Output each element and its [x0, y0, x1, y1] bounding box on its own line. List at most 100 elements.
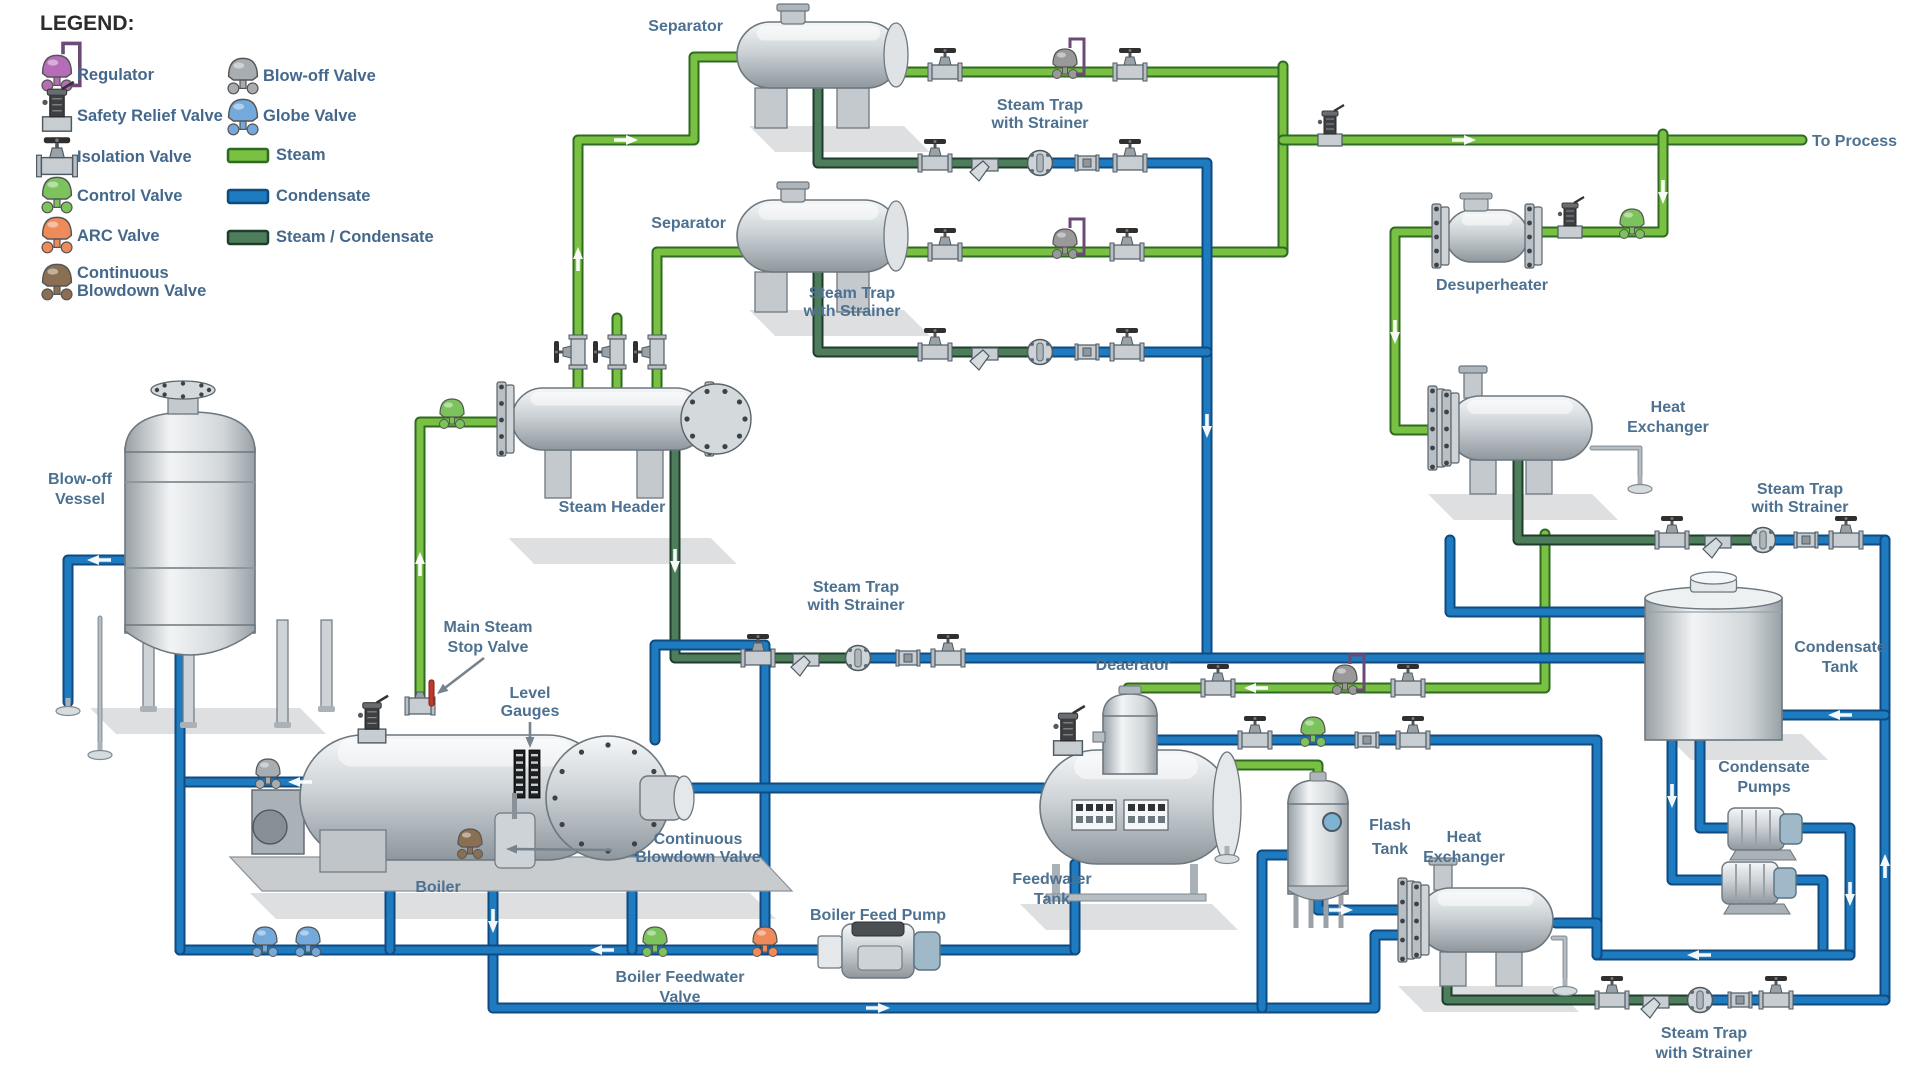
- isolation-valve: [1395, 715, 1431, 750]
- bfw-valve-label-2: Valve: [660, 989, 701, 1006]
- separator2-drain-pipe: [812, 266, 1046, 358]
- legend-blowoff-label: Blow-off Valve: [263, 67, 376, 85]
- flow-arrow: [1244, 683, 1268, 693]
- trap1-label-1: Steam Trap: [997, 97, 1083, 114]
- continuous-blowdown-valve: [456, 828, 484, 860]
- flow-arrow: [590, 945, 614, 955]
- legend-isolation-label: Isolation Valve: [77, 148, 192, 166]
- separator-2-label: Separator: [651, 215, 726, 232]
- legend-regulator-label: Regulator: [77, 66, 155, 84]
- check-valve: [1727, 991, 1753, 1009]
- isolation-valve: [632, 334, 667, 370]
- globe-valve: [251, 926, 279, 958]
- flow-arrow: [288, 777, 312, 787]
- isolation-valve: [553, 334, 588, 370]
- cont-blowdown-label-2: Blowdown Valve: [635, 849, 760, 866]
- isolation-valve: [1390, 663, 1426, 698]
- legend-condensate-swatch: [226, 188, 270, 205]
- shadow: [90, 708, 326, 734]
- cond-tank-label-2: Tank: [1822, 659, 1858, 676]
- flow-arrow-layer: [87, 135, 1890, 1013]
- check-valve: [1354, 731, 1380, 749]
- legend-regulator-icon: [42, 43, 80, 90]
- hx2-label-1: Heat: [1447, 829, 1482, 846]
- fwt-safety-relief-valve: [1052, 704, 1087, 757]
- level-gauges-callout: [525, 722, 535, 748]
- pump1-suction-pipe: [1694, 732, 1742, 834]
- cont-blowdown-label-1: Continuous: [654, 831, 743, 848]
- drip-pan: [55, 697, 81, 717]
- deaerator-return-pipe: [1144, 734, 1603, 961]
- isolation-valve: [1200, 663, 1236, 698]
- trap4-label-2: with Strainer: [1751, 499, 1849, 516]
- isolation-valve: [930, 633, 966, 668]
- level-gauges-label-2: Gauges: [501, 703, 560, 720]
- trap1-label-2: with Strainer: [991, 115, 1089, 132]
- separator1-drain-pipe: [812, 78, 1046, 169]
- isolation-valve: [592, 334, 627, 370]
- hx1-drip-line-pipe: [1589, 445, 1643, 483]
- safety-relief-valve: [1556, 195, 1586, 240]
- isolation-valve: [1828, 515, 1864, 550]
- steam-trap: [1686, 986, 1714, 1014]
- isolation-valve: [917, 138, 953, 173]
- legend-globe-label: Globe Valve: [263, 107, 357, 125]
- blowoff-vessel-label-1: Blow-off: [48, 471, 113, 488]
- check-valve: [1074, 154, 1100, 172]
- isolation-valve: [1112, 47, 1148, 82]
- vessel-layer: [124, 3, 1803, 987]
- strainer: [790, 653, 820, 677]
- hx2-label-2: Exchanger: [1423, 849, 1505, 866]
- check-valve: [895, 649, 921, 667]
- regulator: [1053, 39, 1085, 79]
- isolation-valve: [1594, 975, 1630, 1010]
- legend-control-icon: [41, 176, 73, 214]
- legend-steam-label: Steam: [276, 146, 326, 164]
- flow-arrow: [1845, 882, 1855, 906]
- flow-arrow: [614, 135, 638, 145]
- strainer: [969, 158, 999, 182]
- hx1-label-1: Heat: [1651, 399, 1686, 416]
- flow-arrow: [1658, 180, 1668, 204]
- pump1-discharge-pipe: [1790, 822, 1856, 961]
- flow-arrow: [87, 555, 111, 565]
- flow-arrow: [488, 909, 498, 933]
- cond-pumps-label-2: Pumps: [1737, 779, 1790, 796]
- regulator: [1053, 219, 1085, 259]
- isolation-valve: [1109, 227, 1145, 262]
- desuperheater: [1431, 192, 1543, 269]
- flow-arrow: [1452, 135, 1476, 145]
- blow-off-vessel: [124, 380, 335, 728]
- flow-arrow: [866, 1003, 890, 1013]
- main-steam-stop-label-1: Main Steam: [444, 619, 533, 636]
- boiler-top-feed-pipe: [649, 639, 771, 956]
- globe-valve: [294, 926, 322, 958]
- isolation-valve: [1237, 715, 1273, 750]
- boiler: [228, 734, 794, 892]
- blowoff-vessel-label-2: Vessel: [55, 491, 105, 508]
- steam-header-label: Steam Header: [559, 499, 666, 516]
- legend-steam-swatch: [226, 147, 270, 164]
- check-valve: [1793, 531, 1819, 549]
- hx2-feed-pipe: [1550, 917, 1603, 961]
- strainer: [1702, 535, 1732, 559]
- trap3-label-2: with Strainer: [807, 597, 905, 614]
- condensate-pump-1: [1727, 807, 1803, 861]
- fwt-label-2: Tank: [1034, 891, 1070, 908]
- feedwater-tank: [1039, 749, 1242, 902]
- control-valve: [1299, 716, 1327, 748]
- shadow: [508, 538, 737, 564]
- flow-arrow: [1390, 320, 1400, 344]
- steam-trap: [844, 644, 872, 672]
- safety-relief-valve: [1316, 103, 1346, 148]
- legend-condensate-label: Condensate: [276, 187, 370, 205]
- boiler-label: Boiler: [415, 879, 460, 896]
- blow-off-valve: [254, 758, 282, 790]
- cond-tank-label-1: Condensate: [1794, 639, 1886, 656]
- shadow: [250, 893, 776, 919]
- separator-1-label: Separator: [648, 18, 723, 35]
- separator-2: [736, 181, 909, 313]
- bfw-valve-label-1: Boiler Feedwater: [616, 969, 745, 986]
